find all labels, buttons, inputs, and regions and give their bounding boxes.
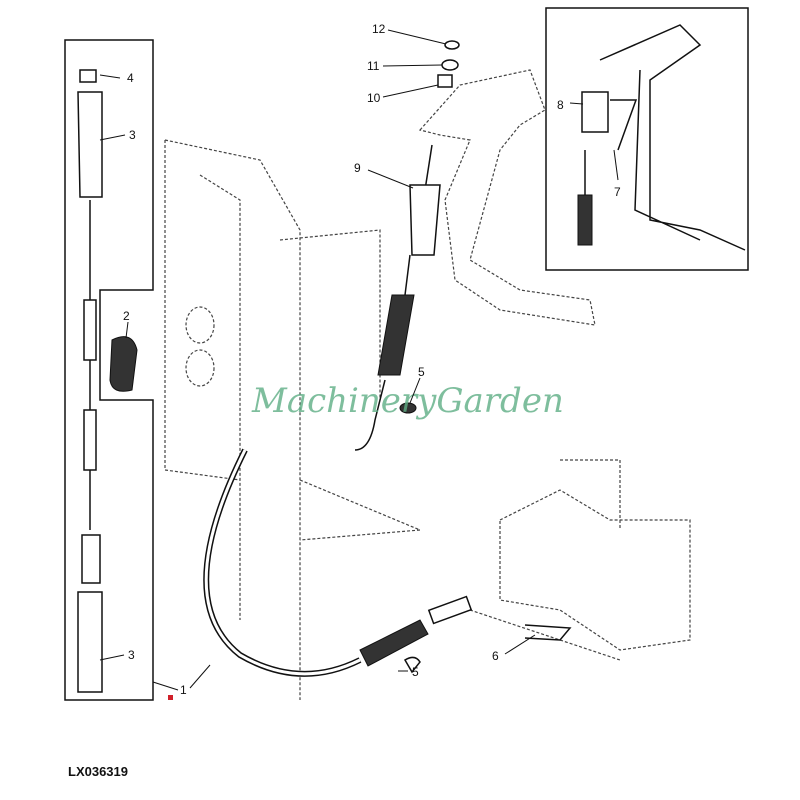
callout-2: 2 bbox=[123, 309, 130, 323]
callout-leaders bbox=[99, 29, 619, 691]
callout-3-top: 3 bbox=[129, 128, 136, 142]
brake-pedal-outline bbox=[418, 69, 596, 326]
tractor-frame-outline bbox=[164, 139, 691, 700]
callout-9: 9 bbox=[354, 161, 361, 175]
detail-inset bbox=[545, 7, 749, 271]
callout-10: 10 bbox=[367, 91, 381, 105]
callout-1: 1 bbox=[180, 683, 187, 697]
callout-8: 8 bbox=[557, 98, 564, 112]
callout-3-bottom: 3 bbox=[128, 648, 135, 662]
callout-5-top: 5 bbox=[418, 365, 425, 379]
upper-cable-assembly bbox=[354, 40, 460, 451]
callout-11: 11 bbox=[367, 59, 380, 73]
main-brake-cable bbox=[203, 448, 572, 677]
callout-5-bottom: 5 bbox=[412, 665, 419, 679]
callout-6: 6 bbox=[492, 649, 499, 663]
red-marker bbox=[168, 695, 173, 700]
callout-4: 4 bbox=[127, 71, 134, 85]
callout-7: 7 bbox=[614, 185, 621, 199]
reference-code: LX036319 bbox=[68, 764, 128, 779]
watermark: MachineryGarden bbox=[251, 381, 564, 421]
callout-12: 12 bbox=[372, 22, 386, 36]
cable-kit-box bbox=[64, 39, 154, 701]
